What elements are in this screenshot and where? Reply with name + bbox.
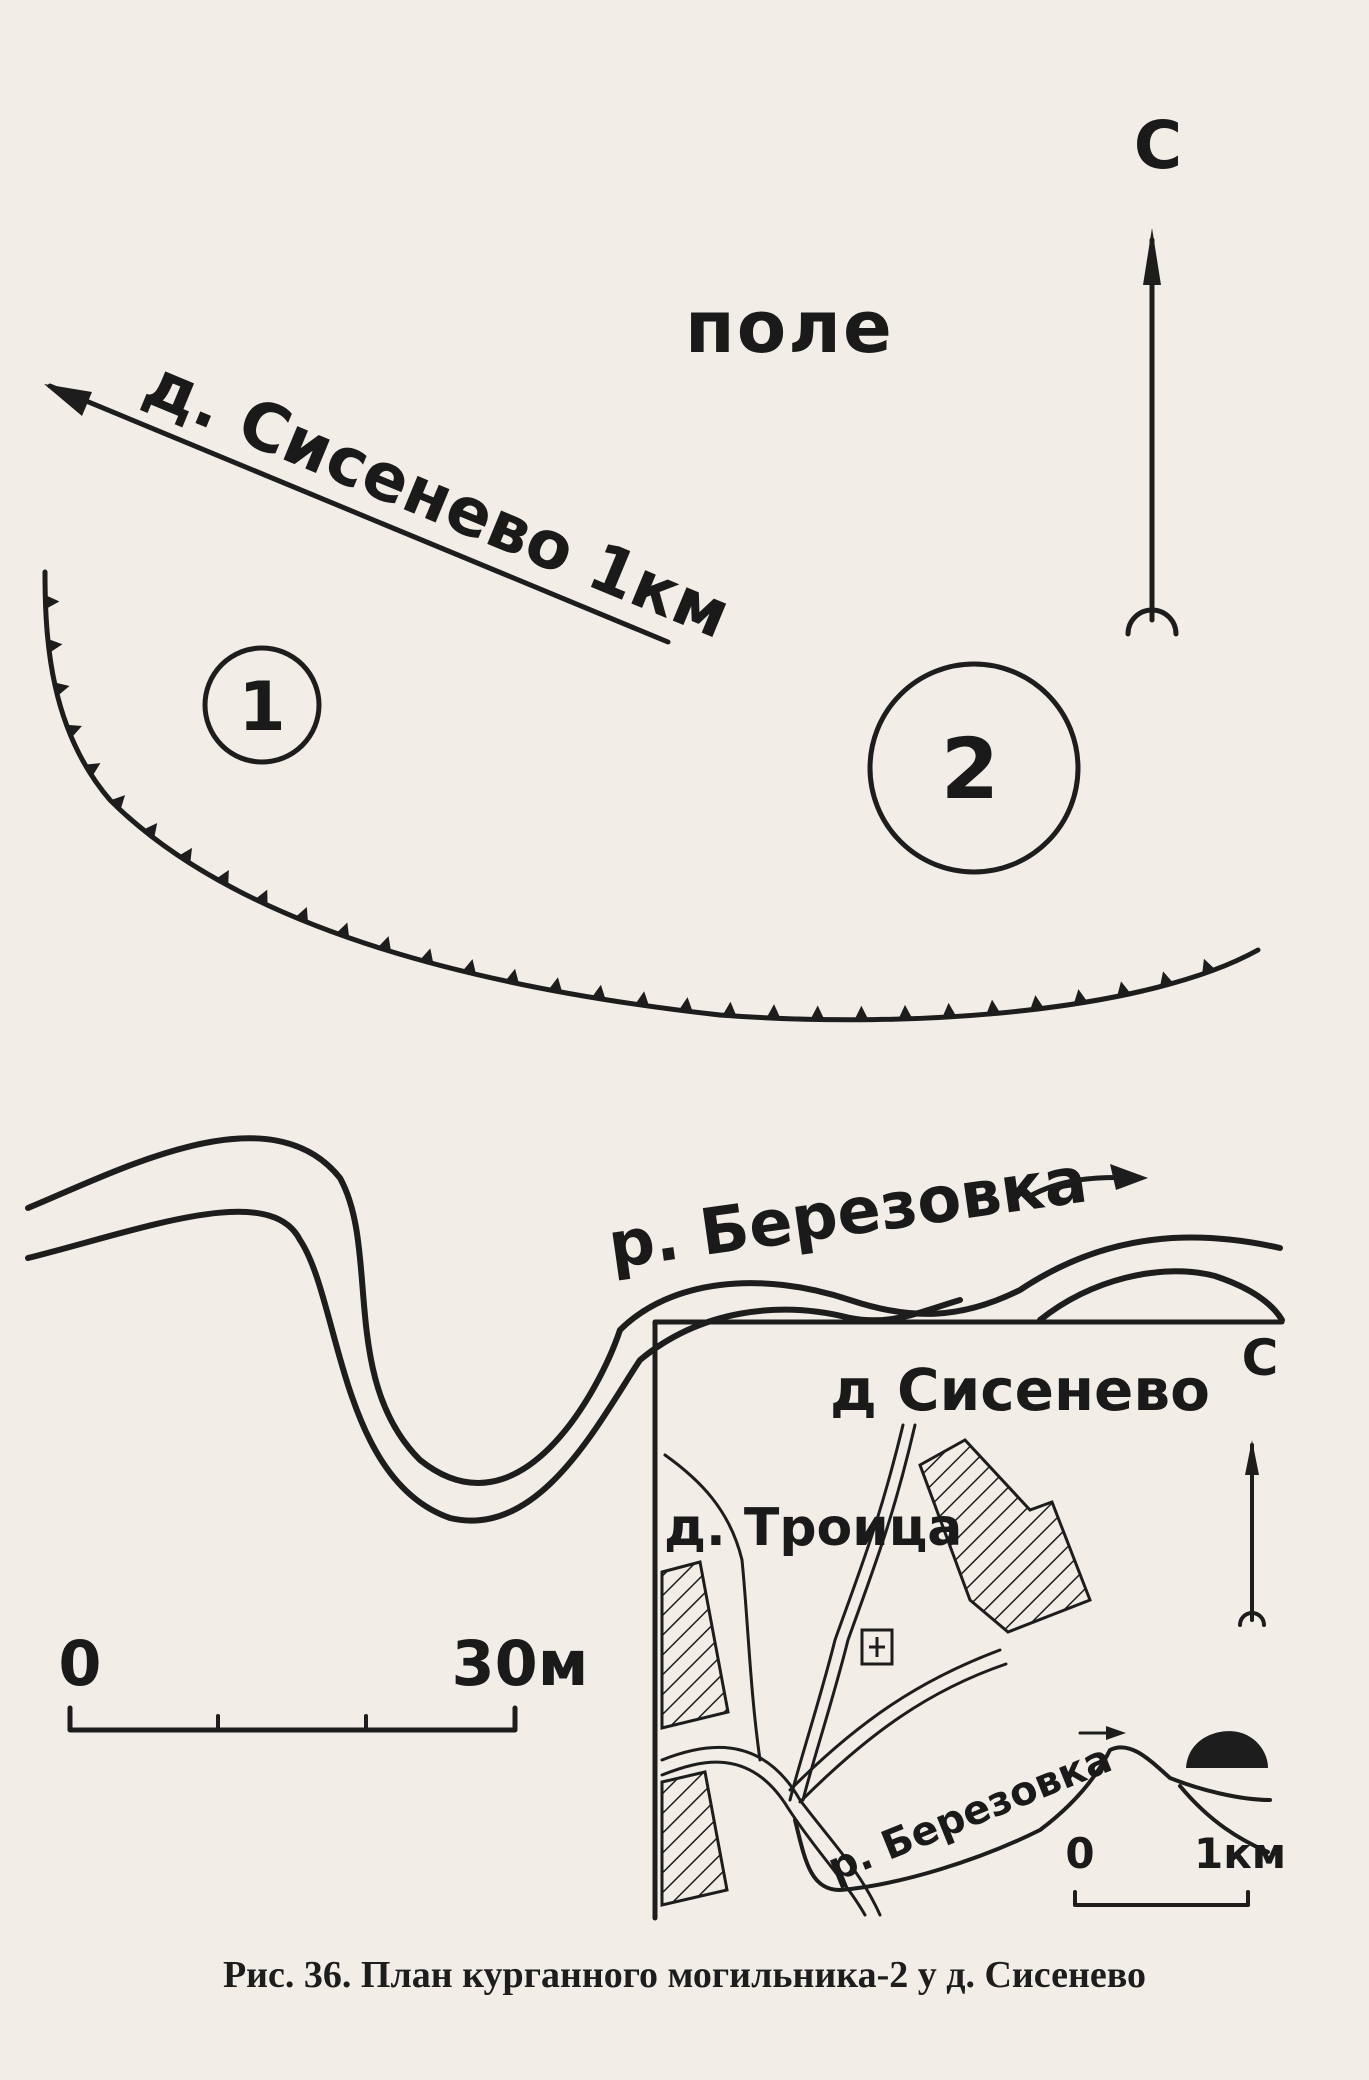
inset-north-label: С	[1242, 1329, 1279, 1387]
river-label: р. Березовка	[604, 1143, 1092, 1283]
terrace-tick	[84, 763, 101, 777]
mound-1-label: 1	[238, 668, 285, 747]
mound-2-label: 2	[941, 720, 999, 818]
north-arrow	[1125, 228, 1179, 637]
terrace-tick	[45, 594, 60, 609]
terrace-tick	[678, 997, 693, 1012]
terrace-tick	[942, 1002, 957, 1018]
scale-end-label: 30м	[452, 1627, 589, 1700]
terrace-tick	[722, 1001, 737, 1017]
terrace-tick	[419, 948, 434, 964]
terrace-tick	[898, 1004, 913, 1020]
scale-zero-label: 0	[58, 1627, 101, 1700]
church-icon	[860, 1628, 894, 1666]
terrace-tick	[1159, 971, 1174, 987]
inset-map	[652, 1319, 1285, 1921]
inset-village-block	[660, 1770, 729, 1907]
village-direction-arrow	[44, 383, 671, 645]
river-flow-arrow	[1027, 1164, 1148, 1199]
terrace-tick	[635, 991, 650, 1007]
inset-village-block	[918, 1438, 1092, 1634]
terrace-tick	[462, 959, 477, 975]
terrace-tick	[810, 1005, 825, 1020]
terrace-tick	[295, 907, 309, 923]
figure-caption: Рис. 36. План курганного могильника-2 у …	[222, 1954, 1147, 1996]
terrace-tick	[178, 847, 192, 864]
terrace-tick	[66, 724, 82, 738]
terrace-tick	[548, 977, 563, 993]
inset-scale-zero-label: 0	[1065, 1829, 1094, 1878]
inset-scale-end-label: 1км	[1194, 1829, 1286, 1878]
terrace-tick	[1202, 958, 1216, 975]
inset-river	[793, 1745, 1272, 1892]
field-label: поле	[685, 285, 894, 369]
terrace-tick	[766, 1004, 781, 1019]
village-direction-label: д. Сисенево 1км	[134, 344, 741, 654]
terrace-tick	[1030, 995, 1044, 1010]
inset-village-troitsa-label: д. Троица	[664, 1498, 962, 1558]
terrace-tick	[110, 795, 126, 811]
river-berezovka	[25, 1135, 1285, 1524]
terrace-edge-ticks	[45, 594, 1216, 1020]
terrace-tick	[1117, 981, 1131, 997]
terrace-tick	[1073, 989, 1088, 1005]
site-marker-icon	[1186, 1731, 1268, 1768]
inset-village-sisenevo-label: д Сисенево	[830, 1356, 1210, 1424]
scale-bar	[67, 1705, 518, 1733]
inset-village-block	[660, 1560, 730, 1730]
terrace-tick	[377, 936, 392, 952]
mound-2	[867, 661, 1081, 875]
terrace-tick	[854, 1005, 869, 1020]
terrace-tick	[47, 638, 63, 653]
terrace-tick	[54, 682, 70, 697]
terrace-tick	[254, 889, 268, 906]
terrace-tick	[336, 922, 350, 939]
terrace-tick	[505, 968, 520, 984]
terrace-tick	[986, 999, 1001, 1015]
terrace-tick	[215, 870, 229, 886]
terrace-tick	[143, 823, 158, 839]
north-label: С	[1134, 107, 1182, 184]
terrace-tick	[591, 984, 606, 1000]
mound-1	[202, 645, 322, 765]
